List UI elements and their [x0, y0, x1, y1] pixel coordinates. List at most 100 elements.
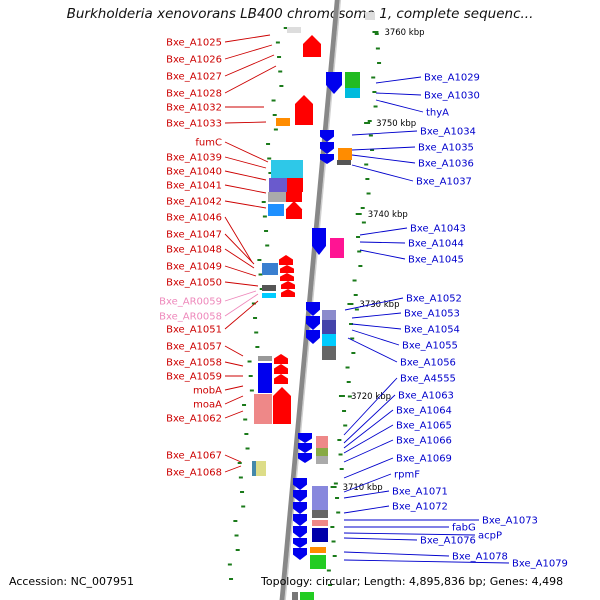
- right-gene-label[interactable]: thyA: [426, 108, 449, 119]
- scale-tick-label: 3750 kbp: [376, 119, 416, 129]
- left-gene-label[interactable]: Bxe_AR0059: [159, 297, 222, 308]
- right-gene-label[interactable]: acpP: [478, 531, 502, 542]
- right-gene-label[interactable]: Bxe_A1036: [418, 159, 474, 170]
- right-gene-label[interactable]: Bxe_A1071: [392, 487, 448, 498]
- left-leader-line: [224, 290, 257, 302]
- right-gene-label[interactable]: Bxe_A1035: [418, 143, 474, 154]
- right-gene-label[interactable]: Bxe_A1056: [400, 358, 456, 369]
- right-leader-line: [351, 329, 400, 346]
- right-gene-label[interactable]: Bxe_A1029: [424, 73, 480, 84]
- right-gene-label[interactable]: Bxe_A1076: [420, 536, 476, 547]
- right-leader-line: [375, 99, 424, 113]
- gene-box: [258, 356, 272, 361]
- left-leader-line: [224, 293, 259, 317]
- right-gene-label[interactable]: Bxe_A4555: [400, 374, 456, 385]
- right-gene-label[interactable]: Bxe_A1034: [420, 127, 476, 138]
- gene-box: [316, 436, 328, 448]
- right-gene-label[interactable]: rpmF: [394, 470, 420, 481]
- right-gene-label[interactable]: Bxe_A1045: [408, 255, 464, 266]
- left-gene-label[interactable]: fumC: [195, 138, 222, 149]
- left-gene-label[interactable]: Bxe_A1067: [166, 451, 222, 462]
- right-gene-label[interactable]: Bxe_A1066: [396, 436, 452, 447]
- right-gene-label[interactable]: Bxe_A1079: [512, 559, 568, 570]
- right-gene-label[interactable]: Bxe_A1069: [396, 454, 452, 465]
- left-gene-label[interactable]: Bxe_A1051: [166, 325, 222, 336]
- gene-box: [262, 293, 276, 298]
- right-gene-label[interactable]: Bxe_A1078: [452, 552, 508, 563]
- right-gene-label[interactable]: Bxe_A1072: [392, 502, 448, 513]
- reverse-gene-arrow: [293, 548, 307, 560]
- right-gene-label[interactable]: Bxe_A1030: [424, 91, 480, 102]
- gene-box: [286, 192, 302, 202]
- right-gene-label[interactable]: Bxe_A1037: [416, 177, 472, 188]
- right-leader-line: [347, 337, 398, 363]
- left-leader-line: [224, 121, 267, 124]
- right-gene-label[interactable]: Bxe_A1052: [406, 294, 462, 305]
- left-leader-line: [224, 216, 253, 263]
- left-gene-label[interactable]: Bxe_A1032: [166, 103, 222, 114]
- right-gene-label[interactable]: Bxe_A1063: [398, 391, 454, 402]
- right-gene-label[interactable]: Bxe_A1054: [404, 325, 460, 336]
- right-gene-label[interactable]: Bxe_A1053: [404, 309, 460, 320]
- left-leader-line: [224, 248, 255, 269]
- gene-box: [287, 178, 303, 192]
- gene-box: [269, 178, 287, 192]
- forward-gene-arrow: [280, 265, 294, 273]
- left-gene-label[interactable]: Bxe_A1047: [166, 230, 222, 241]
- right-leader-line: [359, 249, 406, 260]
- gene-box: [316, 448, 328, 456]
- right-leader-line: [351, 130, 418, 136]
- gene-box: [254, 394, 272, 424]
- right-gene-label[interactable]: Bxe_A1043: [410, 224, 466, 235]
- right-gene-label[interactable]: Bxe_A1064: [396, 406, 452, 417]
- right-leader-line: [375, 76, 422, 84]
- scale-tick-label: 3760 kbp: [384, 28, 424, 38]
- left-gene-label[interactable]: Bxe_A1040: [166, 167, 222, 178]
- left-gene-label[interactable]: Bxe_A1049: [166, 262, 222, 273]
- forward-gene-arrow: [280, 273, 294, 281]
- right-gene-label[interactable]: Bxe_A1065: [396, 421, 452, 432]
- left-leader-line: [224, 345, 244, 357]
- left-gene-label[interactable]: Bxe_A1068: [166, 468, 222, 479]
- forward-gene-arrow: [295, 95, 313, 125]
- left-gene-label[interactable]: Bxe_A1039: [166, 153, 222, 164]
- left-leader-line: [224, 454, 242, 463]
- left-gene-label[interactable]: Bxe_A1033: [166, 119, 222, 130]
- right-gene-label[interactable]: Bxe_A1073: [482, 516, 538, 527]
- right-leader-line: [343, 559, 510, 564]
- reverse-gene-arrow: [293, 538, 307, 548]
- forward-gene-arrow: [273, 387, 291, 424]
- left-gene-label[interactable]: Bxe_A1027: [166, 72, 222, 83]
- reverse-gene-arrow: [298, 433, 312, 443]
- gene-box: [310, 555, 326, 569]
- right-gene-label[interactable]: Bxe_A1044: [408, 239, 464, 250]
- left-gene-label[interactable]: Bxe_A1042: [166, 197, 222, 208]
- right-leader-line: [343, 532, 476, 536]
- left-gene-label[interactable]: Bxe_A1026: [166, 55, 222, 66]
- gene-box: [312, 486, 328, 510]
- gene-box: [262, 285, 276, 291]
- left-gene-label[interactable]: Bxe_A1041: [166, 181, 222, 192]
- left-gene-label[interactable]: Bxe_A1050: [166, 278, 222, 289]
- right-leader-line: [343, 394, 396, 444]
- left-gene-label[interactable]: Bxe_A1062: [166, 414, 222, 425]
- left-gene-label[interactable]: Bxe_A1025: [166, 38, 222, 49]
- gene-box: [268, 192, 286, 202]
- right-gene-label[interactable]: fabG: [452, 523, 476, 534]
- left-gene-label[interactable]: Bxe_A1058: [166, 358, 222, 369]
- left-gene-label[interactable]: Bxe_A1046: [166, 213, 222, 224]
- right-gene-label[interactable]: Bxe_A1055: [402, 341, 458, 352]
- reverse-gene-arrow: [298, 443, 312, 453]
- gene-box: [312, 520, 328, 526]
- left-gene-label[interactable]: Bxe_A1059: [166, 372, 222, 383]
- left-gene-label[interactable]: Bxe_A1057: [166, 342, 222, 353]
- right-leader-line: [344, 297, 404, 311]
- left-gene-label[interactable]: Bxe_A1028: [166, 89, 222, 100]
- left-gene-label[interactable]: Bxe_A1048: [166, 245, 222, 256]
- reverse-gene-arrow: [306, 302, 320, 316]
- left-gene-label[interactable]: Bxe_AR0058: [159, 312, 222, 323]
- left-gene-label[interactable]: moaA: [193, 400, 222, 411]
- left-gene-label[interactable]: mobA: [193, 386, 222, 397]
